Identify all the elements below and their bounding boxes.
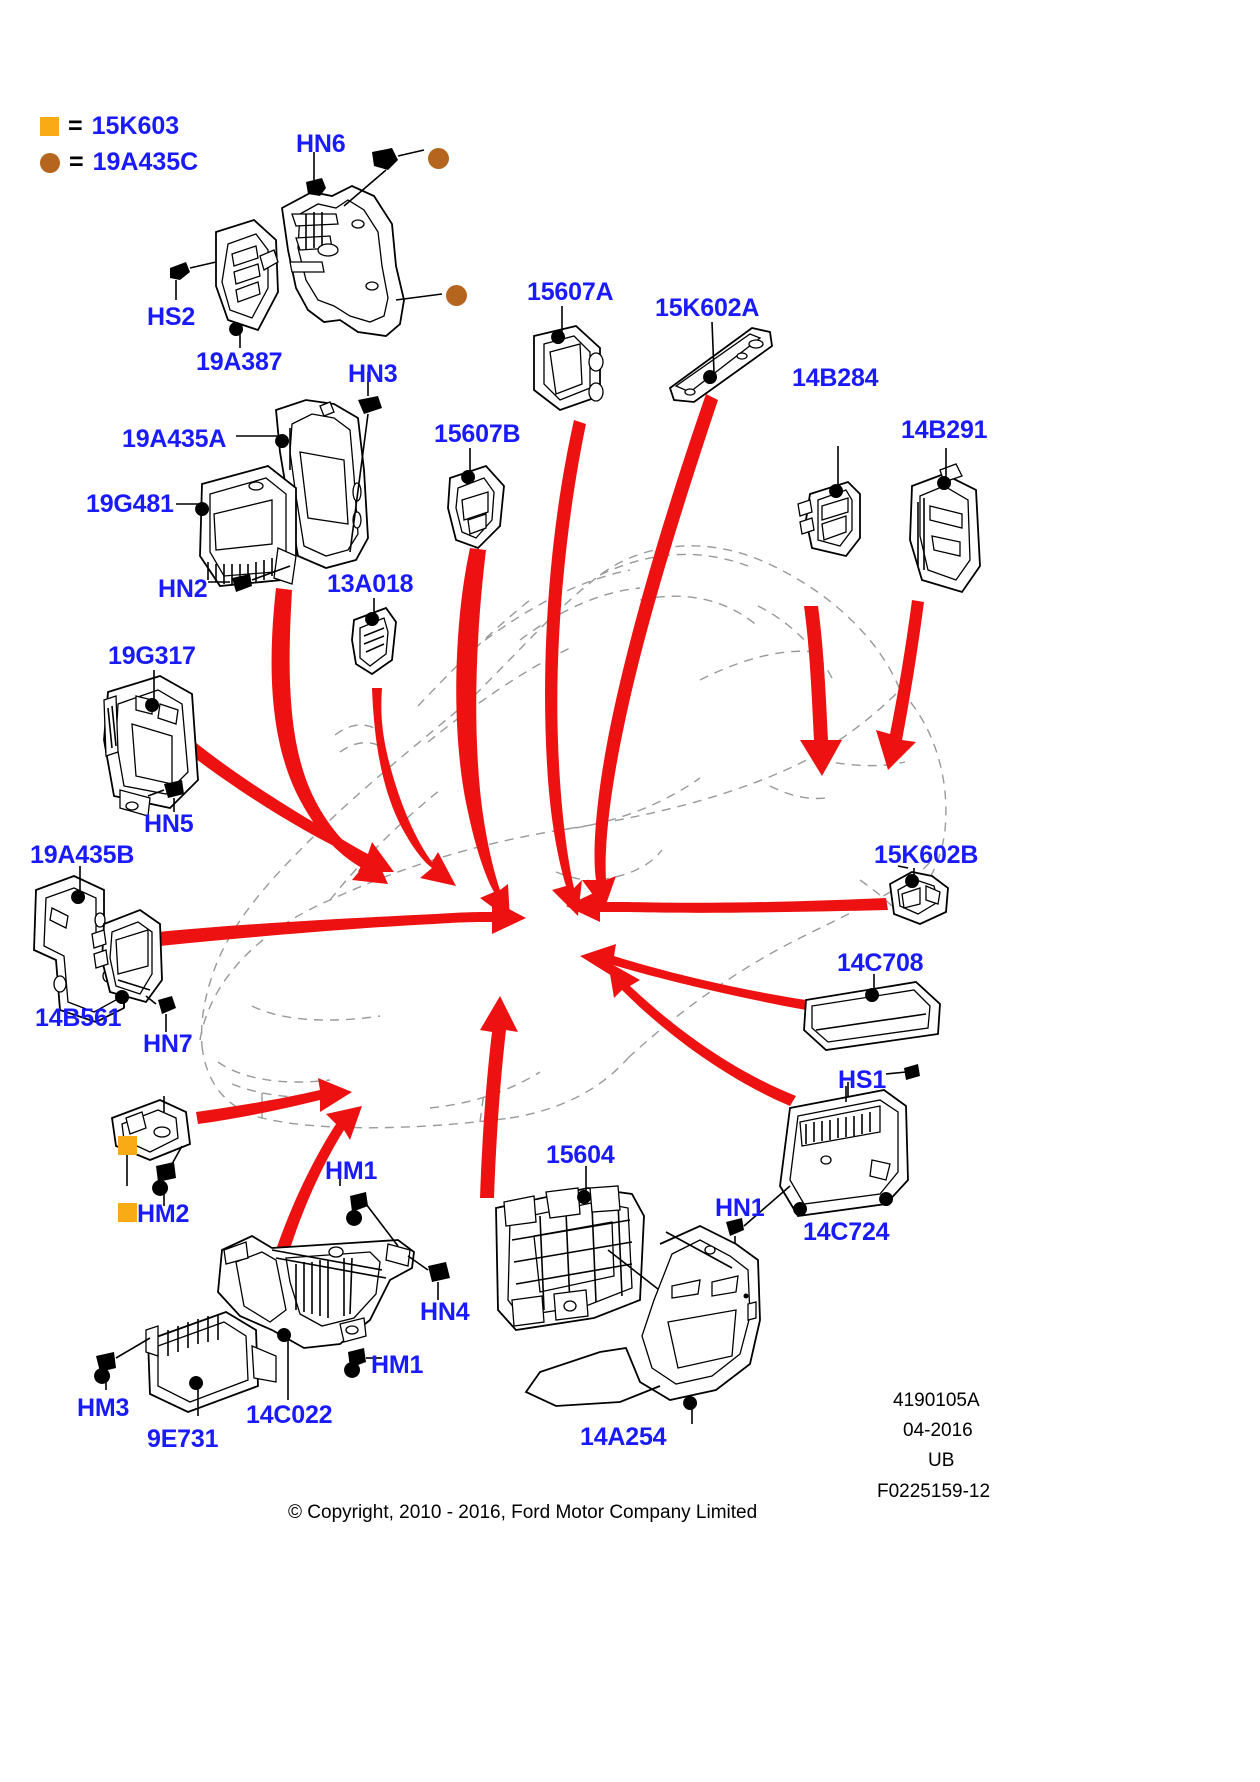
part-label-HN2: HN2 xyxy=(158,575,208,603)
part-14C708-module xyxy=(803,974,941,1080)
part-label-14B291: 14B291 xyxy=(901,416,988,444)
marker-square-15K603-upper xyxy=(118,1136,137,1155)
vehicle-ghost-outline xyxy=(199,545,947,1129)
legend-code-19A435C: 19A435C xyxy=(92,148,199,176)
part-label-9E731: 9E731 xyxy=(147,1425,219,1453)
red-arrow-group xyxy=(158,394,924,1262)
part-label-19G481: 19G481 xyxy=(86,490,174,518)
part-label-15607B: 15607B xyxy=(434,420,521,448)
part-label-HS1: HS1 xyxy=(838,1066,887,1094)
part-label-14B284: 14B284 xyxy=(792,364,879,392)
part-label-13A018: 13A018 xyxy=(327,570,414,598)
part-label-HM1-top: HM1 xyxy=(325,1157,378,1185)
marker-square-15K603-hm2 xyxy=(118,1203,137,1222)
part-15K602A-antenna xyxy=(668,321,773,403)
part-label-14C022: 14C022 xyxy=(246,1401,333,1429)
part-label-HM3: HM3 xyxy=(77,1394,130,1422)
part-label-19A435B: 19A435B xyxy=(30,841,135,869)
part-label-HN6: HN6 xyxy=(296,130,346,158)
part-label-HM2: HM2 xyxy=(137,1200,190,1228)
part-label-19G317: 19G317 xyxy=(108,642,196,670)
copyright-notice: © Copyright, 2010 - 2016, Ford Motor Com… xyxy=(288,1502,758,1523)
part-19A435A-19G481-assembly xyxy=(176,372,382,592)
part-label-15607A: 15607A xyxy=(527,278,614,306)
marker-circle-19A435C-upper xyxy=(428,148,449,169)
part-19G317-module xyxy=(103,670,199,817)
part-label-14C724: 14C724 xyxy=(803,1218,890,1246)
legend-row-19A435C: = 19A435C xyxy=(40,148,198,177)
legend-square-marker-icon xyxy=(40,117,59,136)
legend-equals-sign: = xyxy=(68,112,83,140)
doc-code-figure-number: F0225159-12 xyxy=(877,1481,991,1502)
part-13A018-switch xyxy=(351,598,397,676)
legend-row-15K603: = 15K603 xyxy=(40,112,179,141)
part-label-HN3: HN3 xyxy=(348,360,398,388)
part-label-15604: 15604 xyxy=(546,1141,615,1169)
part-14A254-bracket xyxy=(524,1225,761,1424)
part-label-14C708: 14C708 xyxy=(837,949,924,977)
part-label-HN7: HN7 xyxy=(143,1030,193,1058)
part-label-15K602A: 15K602A xyxy=(655,294,760,322)
part-label-14A254: 14A254 xyxy=(580,1423,667,1451)
legend-circle-marker-icon xyxy=(40,152,60,173)
part-label-19A387: 19A387 xyxy=(196,348,283,376)
doc-code-market: UB xyxy=(928,1450,955,1471)
legend-code-15K603: 15K603 xyxy=(91,112,180,140)
doc-code-date: 04-2016 xyxy=(903,1420,973,1441)
part-label-19A435A: 19A435A xyxy=(122,425,227,453)
part-label-14B561: 14B561 xyxy=(35,1004,122,1032)
part-15604-fusebox xyxy=(495,1166,673,1331)
part-15K602B-module xyxy=(889,865,949,925)
part-label-HN5: HN5 xyxy=(144,810,194,838)
part-label-HN4: HN4 xyxy=(420,1298,470,1326)
part-label-HM1-bottom: HM1 xyxy=(371,1351,424,1379)
part-19A387-assembly xyxy=(170,148,443,348)
legend-equals-sign-2: = xyxy=(69,148,84,176)
part-label-15K602B: 15K602B xyxy=(874,841,979,869)
part-14B284-module xyxy=(797,446,861,558)
marker-circle-19A435C-lower xyxy=(446,285,467,306)
part-15607A-sensor xyxy=(533,306,604,412)
part-15607B-sensor xyxy=(447,448,505,550)
doc-code-drawing-number: 4190105A xyxy=(893,1390,980,1411)
part-label-HS2: HS2 xyxy=(147,303,196,331)
part-label-HN1: HN1 xyxy=(715,1194,765,1222)
part-14B291-module xyxy=(909,448,981,594)
